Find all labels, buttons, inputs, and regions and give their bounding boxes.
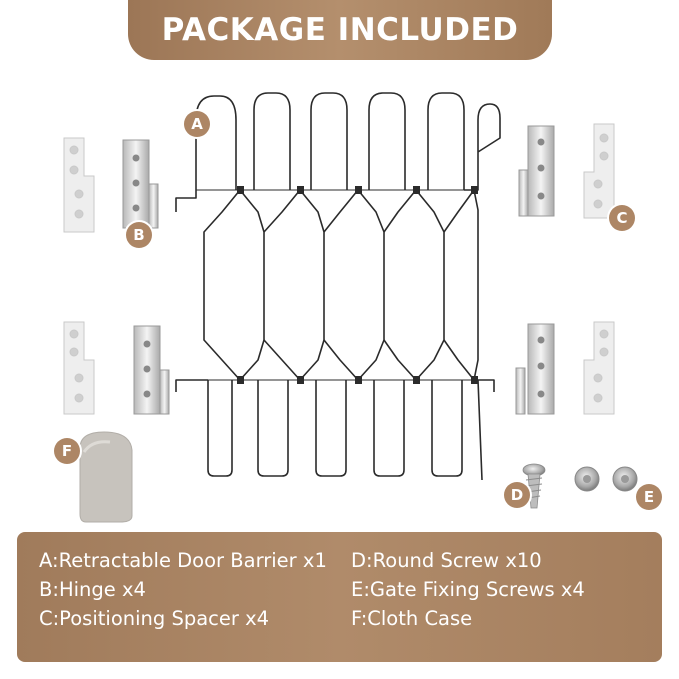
marker-a: A (184, 111, 210, 137)
page-title: PACKAGE INCLUDED (161, 12, 519, 48)
positioning-spacer-top-left (63, 137, 95, 233)
title-banner: PACKAGE INCLUDED (128, 0, 552, 60)
positioning-spacer-bottom-left (63, 321, 95, 415)
hinge-bottom-left (133, 325, 170, 415)
gate-fixing-screws (574, 466, 638, 492)
marker-d: D (504, 482, 530, 508)
hinge-top-right (518, 125, 555, 217)
hinge-top-left (122, 139, 159, 229)
legend-item-d: D:Round Screw x10 (351, 549, 542, 572)
legend-item-b: B:Hinge x4 (39, 578, 146, 601)
legend-item-a: A:Retractable Door Barrier x1 (39, 549, 327, 572)
hinge-bottom-right (515, 323, 555, 415)
parts-legend: A:Retractable Door Barrier x1 B:Hinge x4… (17, 532, 662, 662)
door-barrier (175, 92, 501, 481)
positioning-spacer-bottom-right (583, 321, 615, 415)
cloth-case (79, 431, 133, 523)
marker-c: C (609, 205, 635, 231)
round-screw (522, 463, 546, 509)
legend-item-f: F:Cloth Case (351, 607, 473, 630)
positioning-spacer-top-right (583, 123, 615, 219)
legend-item-c: C:Positioning Spacer x4 (39, 607, 270, 630)
legend-item-e: E:Gate Fixing Screws x4 (351, 578, 585, 601)
marker-e: E (636, 484, 662, 510)
marker-b: B (126, 222, 152, 248)
marker-f: F (54, 438, 80, 464)
